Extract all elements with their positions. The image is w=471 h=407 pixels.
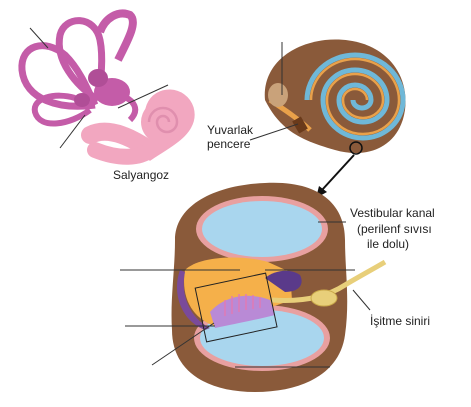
leader-line (151, 322, 215, 366)
leader-line (352, 289, 371, 311)
zoom-arrow (321, 154, 355, 191)
semicircular-canals (18, 9, 139, 127)
label-vestibular-2: (perilenf sıvısı (357, 222, 432, 236)
label-cochlea: Salyangoz (113, 168, 170, 182)
leader-line (117, 84, 169, 109)
zoomed-cochlear-section (171, 182, 387, 392)
label-vestibular-1: Vestibular kanal (350, 206, 435, 220)
label-auditory-nerve: İşitme siniri (370, 314, 431, 328)
leader-line (29, 27, 49, 49)
cochlea-cross-section (264, 39, 406, 154)
cochlea-illustration (81, 89, 195, 165)
leader-line (59, 114, 86, 149)
leader-line (249, 123, 299, 141)
label-round-window-2: pencere (207, 137, 251, 151)
label-vestibular-3: ile dolu) (367, 237, 410, 251)
zoom-circle (349, 141, 363, 155)
label-round-window-1: Yuvarlak (207, 123, 254, 137)
